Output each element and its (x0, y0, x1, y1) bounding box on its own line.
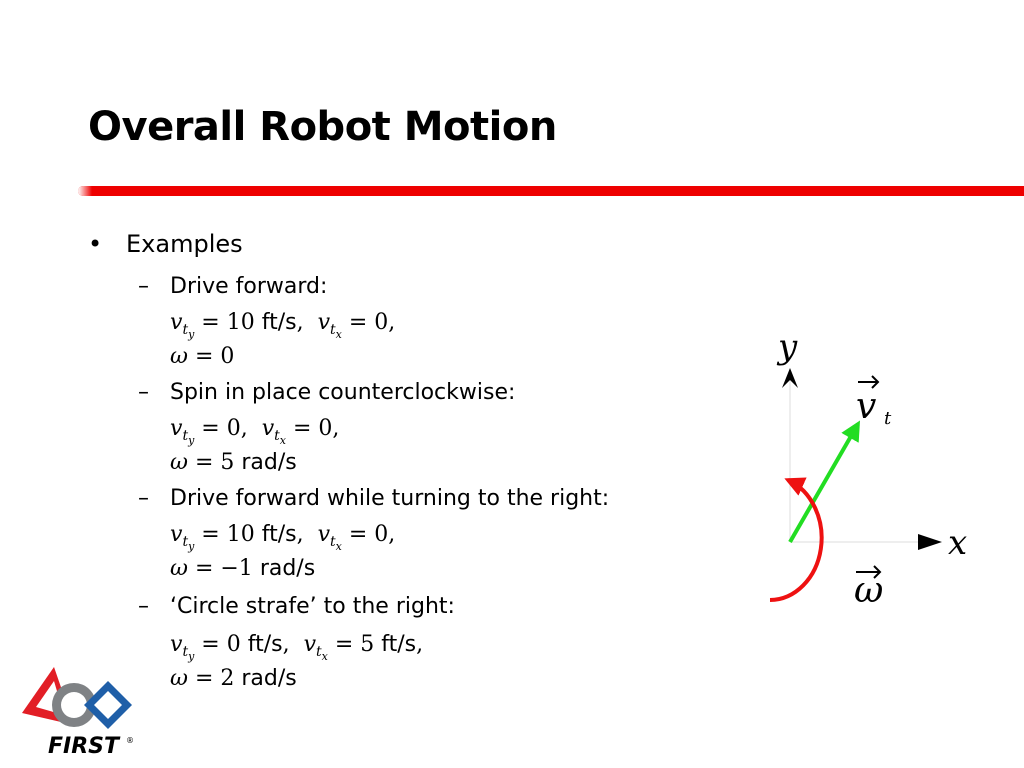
dash-marker: – (138, 594, 149, 619)
example-label: Drive forward while turning to the right… (170, 486, 610, 511)
slide-title: Overall Robot Motion (88, 104, 557, 150)
vty-unit: ft/s (261, 522, 297, 547)
dash-marker: – (138, 380, 149, 405)
bullet-examples: • Examples (88, 230, 243, 258)
example-label: Drive forward: (170, 274, 328, 299)
equation-velocity: vty = 0 ft/s, vtx = 5 ft/s, (170, 632, 424, 664)
motion-diagram: y x v t ω (769, 327, 967, 611)
velocity-label: v (856, 386, 876, 427)
y-axis-arrow-icon (782, 368, 798, 388)
omega-value: 2 (220, 666, 235, 691)
equation-velocity: vty = 10 ft/s, vtx = 0, (170, 522, 396, 554)
example-item-drive-forward: –Drive forward: (138, 274, 327, 299)
vty-value: 10 (226, 310, 255, 335)
bullet-label: Examples (126, 230, 243, 258)
equation-velocity: vty = 10 ft/s, vtx = 0, (170, 310, 396, 342)
first-logo: FIRST ® (22, 667, 134, 759)
example-label: ‘Circle strafe’ to the right: (170, 594, 455, 619)
example-item-drive-turn: –Drive forward while turning to the righ… (138, 486, 609, 511)
omega-unit: rad/s (241, 450, 297, 475)
x-axis-arrow-icon (918, 534, 942, 550)
x-axis-label: x (948, 523, 967, 563)
bullet-marker: • (88, 230, 103, 258)
velocity-vector (788, 420, 860, 543)
vtx-value: 0 (318, 416, 333, 441)
omega-value: 5 (220, 450, 235, 475)
example-item-circle-strafe: –‘Circle strafe’ to the right: (138, 594, 455, 619)
equation-omega: ω = 0 (170, 344, 235, 369)
vector-arrow-icon (856, 565, 882, 579)
omega-label: ω (854, 570, 883, 611)
vty-unit: ft/s (247, 632, 283, 657)
equation-omega: ω = 2 rad/s (170, 666, 297, 691)
vtx-value: 0 (374, 310, 389, 335)
vtx-unit: ft/s (381, 632, 417, 657)
omega-value: 0 (220, 344, 235, 369)
vty-value: 0 (226, 416, 241, 441)
omega-value: −1 (220, 556, 253, 581)
equation-omega: ω = 5 rad/s (170, 450, 297, 475)
vty-value: 10 (226, 522, 255, 547)
equation-velocity: vty = 0, vtx = 0, (170, 416, 340, 448)
velocity-subscript: t (884, 408, 892, 429)
example-label: Spin in place counterclockwise: (170, 380, 516, 405)
rotation-arc (769, 477, 824, 602)
dash-marker: – (138, 274, 149, 299)
y-axis-label: y (776, 327, 798, 367)
vtx-value: 0 (374, 522, 389, 547)
equation-omega: ω = −1 rad/s (170, 556, 316, 581)
example-item-spin: –Spin in place counterclockwise: (138, 380, 515, 405)
vector-arrow-icon (858, 375, 880, 389)
vty-unit: ft/s (261, 310, 297, 335)
dash-marker: – (138, 486, 149, 511)
logo-text: FIRST (48, 734, 121, 759)
logo-registered-mark: ® (126, 736, 134, 745)
omega-unit: rad/s (259, 556, 316, 581)
vtx-value: 5 (360, 632, 375, 657)
title-divider (78, 186, 1024, 196)
omega-unit: rad/s (241, 666, 297, 691)
vty-value: 0 (226, 632, 241, 657)
